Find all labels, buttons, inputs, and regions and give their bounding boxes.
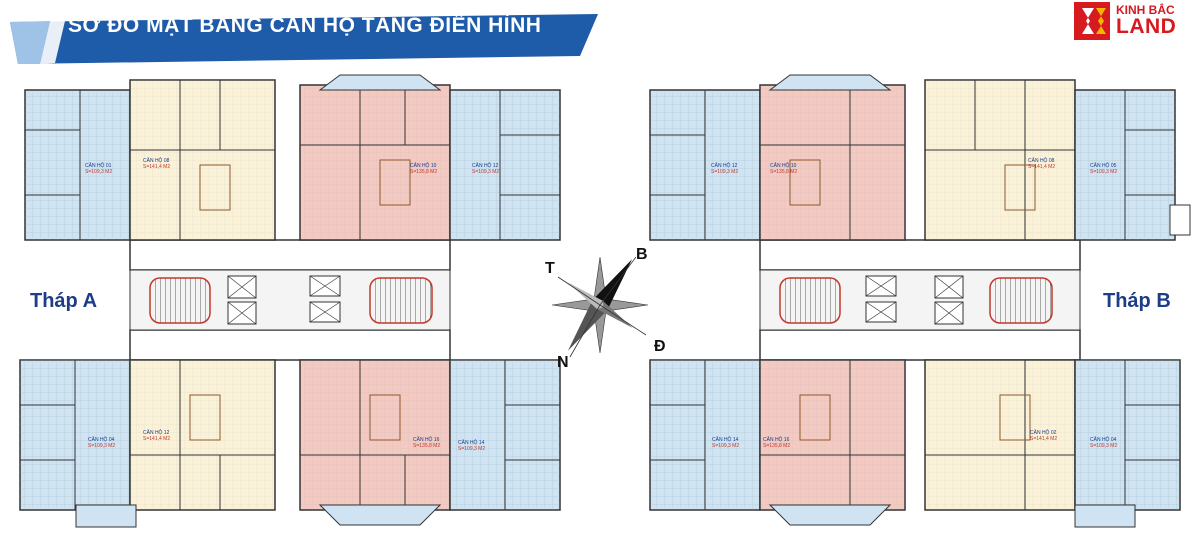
compass-west-label: T xyxy=(545,260,555,277)
compass-north-label: B xyxy=(636,246,648,263)
compass-rose xyxy=(551,256,649,358)
logo-text-land: LAND xyxy=(1116,15,1177,38)
tower-b-plan xyxy=(649,74,1191,528)
compass-east-label: Đ xyxy=(654,338,666,355)
compass-south-label: N xyxy=(557,354,569,371)
kinh-bac-land-logo xyxy=(1074,2,1110,40)
tower-b-label: Tháp B xyxy=(1103,290,1171,312)
tower-a-plan xyxy=(19,74,561,528)
banner-title: SƠ ĐỒ MẶT BẰNG CĂN HỘ TẦNG ĐIỂN HÌNH xyxy=(68,14,542,37)
logo-text-kinh-bac: KINH BẮC xyxy=(1116,3,1175,17)
tower-a-label: Tháp A xyxy=(30,290,98,312)
title-banner xyxy=(10,14,598,64)
